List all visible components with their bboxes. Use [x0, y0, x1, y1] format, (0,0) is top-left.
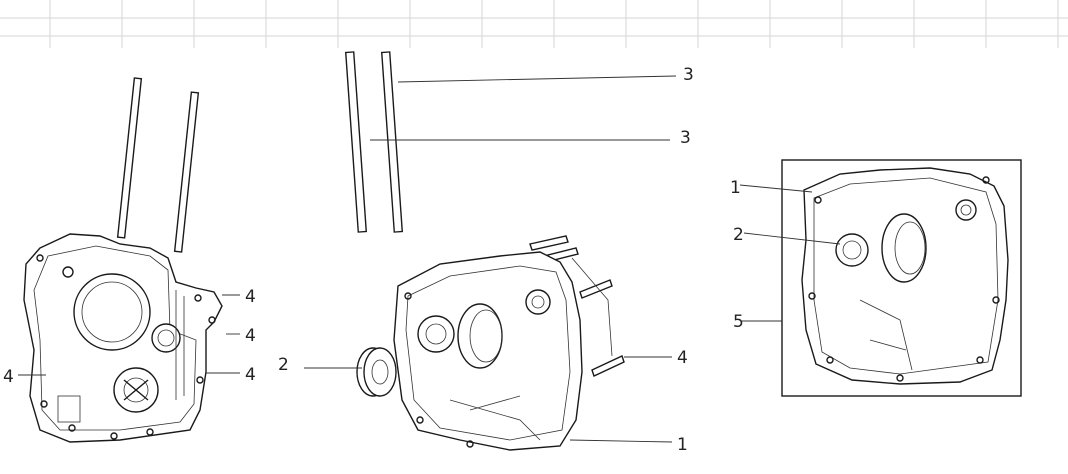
callout-4-left-middle: 4 [245, 326, 256, 346]
inset-callout-leaders [739, 184, 841, 322]
callout-4-left-top: 4 [245, 287, 256, 307]
left-stud-bolt [116, 77, 200, 253]
callout-4-middle: 4 [677, 348, 688, 368]
bearing [356, 347, 397, 397]
callout-5-inset: 5 [733, 312, 744, 332]
callout-4-left-lower: 4 [245, 365, 256, 385]
callout-1-middle: 1 [677, 435, 688, 455]
left-crankcase-assembly [23, 77, 223, 443]
callout-3-lower: 3 [680, 128, 691, 148]
callout-1-inset: 1 [730, 178, 741, 198]
callout-2-inset: 2 [733, 225, 744, 245]
stud-bolt-pair [344, 51, 404, 233]
callout-3-upper: 3 [683, 65, 694, 85]
spreadsheet-gridlines [0, 0, 1068, 48]
left-callout-leaders [18, 294, 240, 376]
callout-2-middle: 2 [278, 355, 289, 375]
callout-4-left-edge: 4 [3, 367, 14, 387]
inset-crankcase-assembly [801, 167, 1009, 385]
middle-exploded-assembly [344, 51, 625, 451]
bolt-set [529, 235, 625, 377]
middle-callout-leaders [304, 75, 677, 443]
